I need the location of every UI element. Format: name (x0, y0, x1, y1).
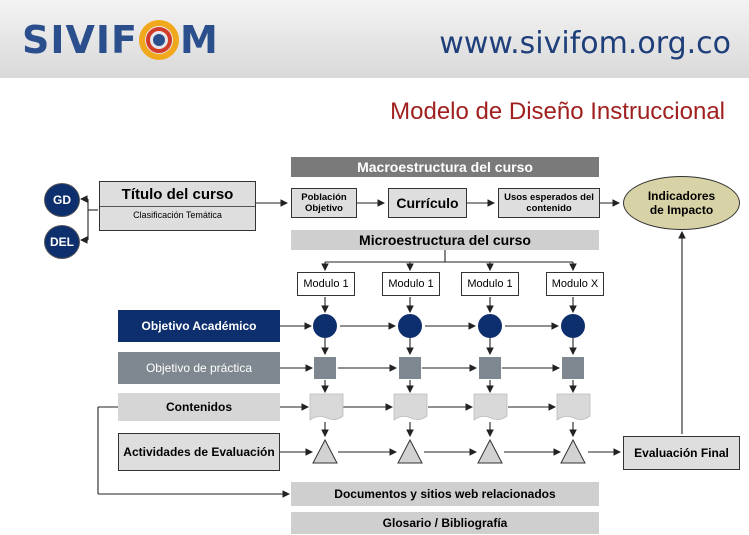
objetivo-academico-box: Objetivo Académico (118, 310, 280, 342)
logo-text-suffix: M (180, 18, 219, 62)
glosario-bibliografia-bar: Glosario / Bibliografía (291, 512, 599, 534)
website-url[interactable]: www.sivifom.org.co (439, 26, 731, 61)
poblacion-objetivo-box: Población Objetivo (291, 188, 357, 218)
content-document-node-3 (473, 393, 508, 421)
microestructura-bar: Microestructura del curso (291, 230, 599, 250)
module-box-1: Modulo 1 (297, 272, 355, 296)
module-box-2: Modulo 1 (382, 272, 440, 296)
titulo-curso-label: Título del curso (121, 186, 234, 203)
activity-triangle-node-3 (477, 438, 503, 464)
content-document-node-1 (309, 393, 344, 421)
header-banner (0, 0, 749, 78)
sun-logo-icon (139, 20, 180, 60)
activity-triangle-node-1 (312, 438, 338, 464)
gd-node: GD (44, 183, 80, 217)
activity-triangle-node-x (560, 438, 586, 464)
sivifom-logo: SIVIF M (22, 18, 219, 62)
practice-square-nodes (314, 357, 584, 379)
titulo-curso-box: Título del curso Clasificación Temática (99, 181, 256, 231)
practice-square-node-2 (399, 357, 421, 379)
curriculo-box: Currículo (388, 188, 467, 218)
content-document-node-x (556, 393, 591, 421)
objetivo-practica-box: Objetivo de práctica (118, 352, 280, 384)
evaluacion-final-box: Evaluación Final (623, 436, 740, 470)
activity-triangle-node-2 (397, 438, 423, 464)
indicadores-impacto-ellipse: Indicadores de Impacto (623, 176, 740, 230)
content-document-nodes (309, 393, 591, 421)
usos-esperados-box: Usos esperados del contenido (498, 188, 600, 218)
macroestructura-bar: Macroestructura del curso (291, 157, 599, 177)
academic-circle-node-1 (313, 314, 337, 338)
page-title: Modelo de Diseño Instruccional (390, 98, 725, 125)
del-node: DEL (44, 225, 80, 259)
logo-text-prefix: SIVIF (22, 18, 139, 62)
contenidos-box: Contenidos (118, 393, 280, 421)
activity-triangle-nodes (312, 438, 586, 464)
clasificacion-tematica-label: Clasificación Temática (100, 206, 255, 220)
academic-circle-node-3 (478, 314, 502, 338)
practice-square-node-3 (479, 357, 501, 379)
practice-square-node-1 (314, 357, 336, 379)
module-box-x: Modulo X (546, 272, 604, 296)
documentos-sitios-bar: Documentos y sitios web relacionados (291, 482, 599, 506)
actividades-evaluacion-box: Actividades de Evaluación (118, 433, 280, 471)
content-document-node-2 (393, 393, 428, 421)
academic-circle-node-2 (398, 314, 422, 338)
module-box-3: Modulo 1 (461, 272, 519, 296)
practice-square-node-x (562, 357, 584, 379)
academic-circle-nodes (313, 314, 585, 338)
academic-circle-node-x (561, 314, 585, 338)
